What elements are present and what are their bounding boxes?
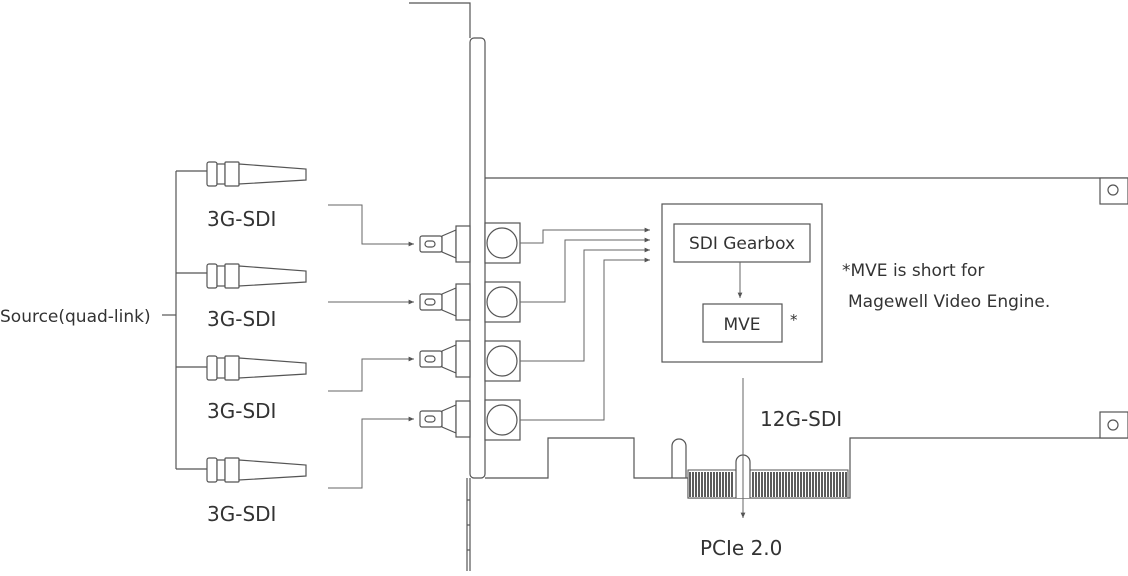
bnc-to-gearbox-lines: [520, 227, 650, 421]
mve-note-line1: *MVE is short for: [842, 261, 984, 281]
cable-label-1: 3G-SDI: [207, 207, 276, 231]
sdi-gearbox-box: [673, 223, 811, 263]
pcie-gold-fingers: [687, 454, 849, 499]
bnc-connector-3: [419, 340, 521, 382]
mounting-hole-bottom: [1099, 411, 1128, 439]
source-bracket: [162, 170, 207, 470]
sdi-cable-4: [206, 457, 307, 483]
pcb-board-outline: [485, 177, 1128, 499]
mve-label: MVE: [723, 315, 760, 335]
sdi-cable-3: [206, 355, 307, 381]
mve-box: [702, 303, 783, 343]
sdi-cable-1: [206, 161, 307, 187]
bnc-connector-2: [419, 281, 521, 323]
mve-note-line2: Magewell Video Engine.: [848, 292, 1050, 312]
mve-asterisk: *: [790, 311, 798, 329]
bus-label: PCIe 2.0: [700, 536, 782, 560]
bnc-connector-4: [419, 399, 521, 441]
cable-label-4: 3G-SDI: [207, 502, 276, 526]
pcie-key-notch: [671, 438, 687, 478]
mounting-bracket: [409, 2, 486, 571]
mounting-hole-top: [1099, 177, 1128, 205]
sdi-cable-2: [206, 263, 307, 289]
output-label: 12G-SDI: [760, 407, 842, 431]
source-label: Source(quad-link): [0, 307, 151, 327]
sdi-gearbox-label: SDI Gearbox: [689, 234, 795, 254]
bnc-connector-1: [419, 222, 521, 264]
cable-label-2: 3G-SDI: [207, 307, 276, 331]
input-arrows: [328, 204, 414, 489]
cable-label-3: 3G-SDI: [207, 399, 276, 423]
